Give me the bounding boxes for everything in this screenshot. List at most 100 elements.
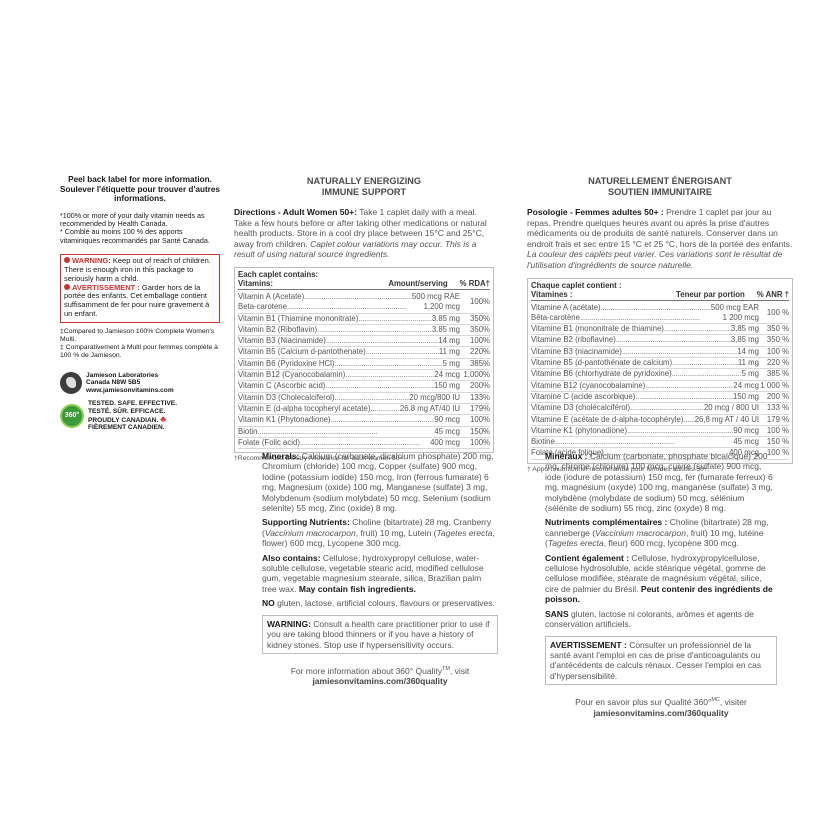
- nutrient-row: Vitamine B5 (d-pantothénate de calcium) 1…: [531, 358, 789, 370]
- minerals-label: Minerals:: [262, 451, 300, 461]
- french-minerals: Minéraux : Calcium (carbonate, phosphate…: [545, 451, 777, 513]
- english-warning-box: WARNING: Consult a health care practitio…: [262, 614, 498, 654]
- peel-notice-en: Peel back label for more information.: [68, 175, 212, 184]
- free-from-text: gluten, lactose, artificial colours, fla…: [274, 598, 495, 609]
- nutrient-name: Vitamin D3 (Cholecalciferol): [238, 392, 335, 402]
- nutrient-percent: 385%: [470, 358, 490, 368]
- nutrient-percent: 100%: [470, 296, 490, 306]
- iron-warning-en: WARNING: Keep out of reach of children. …: [64, 256, 216, 283]
- badge-line-4: FIÈREMENT CANADIEN.: [88, 424, 165, 432]
- daily-needs-note-fr: * Comblé au moins 100 % des apports vita…: [60, 227, 210, 245]
- quality-url: jamiesonvitamins.com/360quality: [593, 707, 729, 718]
- nutrient-name: Vitamine K1 (phytonadione): [531, 425, 628, 435]
- directions-italic: Caplet colour variations may occur. This…: [234, 238, 477, 260]
- nutrient-percent: 179 %: [766, 414, 789, 424]
- supporting-text-a: Choline (bitartrate) 28 mg, canneberge (: [545, 517, 769, 538]
- vitamin-a-group: Vitamine A (acétate)500 mcg EAR Bêta-car…: [531, 303, 789, 325]
- left-column: Peel back label for more information. So…: [60, 175, 220, 432]
- nutrient-name: Folate (acide folique): [531, 448, 604, 458]
- nutrient-percent: 150 %: [766, 437, 789, 447]
- nutrient-amount: 11 mg: [737, 358, 759, 368]
- iron-avert-text: Garder hors de la portée des enfants. Ce…: [64, 282, 210, 318]
- nutrient-amount: 45 mcg: [733, 437, 759, 447]
- french-free-from: SANS gluten, lactose ni colorants, arôme…: [545, 609, 777, 630]
- nutrient-name: Vitamine B1 (mononitrate de thiamine): [531, 324, 664, 334]
- nutrient-name: Vitamine B5 (d-pantothénate de calcium): [531, 358, 673, 368]
- nutrient-amount: 500 mcg EAR: [710, 302, 759, 312]
- fish-warning: May contain fish ingredients.: [298, 583, 416, 594]
- badge-line-3: PROUDLY CANADIAN. ♣: [88, 413, 177, 425]
- facts-column-headers: Vitamines : Teneur par portion% ANR †: [531, 290, 789, 301]
- nutrient-name: Vitamine B6 (chlorhydrate de pyridoxine): [531, 369, 672, 379]
- nutrient-row: Vitamine B6 (chlorhydrate de pyridoxine)…: [531, 369, 789, 381]
- nutrient-name: Vitamine B2 (riboflavine): [531, 335, 616, 345]
- nutrient-percent: 100 %: [766, 448, 789, 458]
- nutrient-percent: 100%: [470, 415, 490, 425]
- french-also-contains: Contient également : Cellulose, hydroxyp…: [545, 553, 777, 605]
- warning-text: Consult a health care practitioner prior…: [267, 618, 490, 650]
- nutrient-amount: 3,85 mg: [730, 335, 759, 345]
- directions-text: Take 1 caplet daily with a meal. Take a …: [234, 207, 487, 249]
- more-info-text: Pour en savoir plus sur Qualité 360°: [575, 697, 712, 708]
- nutrient-amount: 3.85 mg: [431, 313, 460, 323]
- french-warning-box: AVERTISSEMENT : Consulter un professionn…: [545, 635, 777, 686]
- facts-column-headers: Vitamins: Amount/serving% RDA†: [238, 279, 490, 290]
- nutrient-name: Vitamine E (acétate de d-alpha-tocophéry…: [531, 414, 684, 424]
- french-vitamin-rows: Vitamine B1 (mononitrate de thiamine) 3,8…: [531, 324, 789, 460]
- nutrient-name: Vitamin A (Acetate): [238, 291, 305, 301]
- nutrient-amount: 150 mg: [732, 391, 759, 401]
- french-supplement-facts: Chaque caplet contient : Vitamines : Ten…: [527, 277, 793, 464]
- supporting-latin-2: Tagetes erecta: [436, 527, 493, 538]
- nutrient-amount: 20 mcg / 800 UI: [703, 403, 759, 413]
- nutrient-row: Vitamine E (acétate de d-alpha-tocophéry…: [531, 415, 789, 426]
- nutrient-amount: 14 mg: [438, 336, 460, 346]
- trademark-mark: TM: [441, 665, 450, 672]
- directions-text: Prendre 1 caplet par jour au repas. Pren…: [527, 207, 793, 249]
- also-contains-text: Cellulose, hydroxypropyl cellulose, wate…: [262, 552, 484, 594]
- supporting-text-c: , flower) 600 mcg, Lycopene 300 mcg.: [262, 527, 495, 549]
- nutrient-percent: 220 %: [766, 358, 789, 368]
- nutrient-amount: 400 mcg: [430, 437, 460, 447]
- supporting-text-c: , fleur) 600 mcg, lycopène 300 mcg.: [603, 538, 739, 549]
- nutrient-row: Vitamine A (acétate)500 mcg EAR: [531, 303, 759, 313]
- nutrient-row: Vitamine B1 (mononitrate de thiamine)3,8…: [531, 324, 789, 336]
- nutrient-amount: 1 200 mcg: [722, 312, 759, 322]
- warning-label: WARNING:: [267, 618, 311, 629]
- rda-footnote: †Recommended Dietary Allowance for adult…: [234, 455, 406, 463]
- nutrient-name: Vitamine D3 (cholécalciférol): [531, 403, 631, 413]
- nutrient-row: Vitamine D3 (cholécalciférol) 20 mcg / 80…: [531, 403, 789, 415]
- nutrient-row: Vitamin E (d-alpha tocopheryl acetate)26…: [238, 404, 490, 416]
- jamieson-logo-icon: [60, 372, 82, 395]
- maple-leaf-icon: ♣: [160, 413, 167, 424]
- nutrient-percent: 1,000%: [463, 370, 490, 380]
- 360-quality-seal-icon: 360°: [60, 404, 84, 429]
- nutrient-amount: 500 mcg RAE: [411, 291, 460, 301]
- nutrient-percent: 100 %: [766, 346, 789, 356]
- warning-label: AVERTISSEMENT :: [550, 639, 627, 650]
- comparison-note: ‡Compared to Jamieson 100% Complete Wome…: [60, 328, 220, 360]
- english-title-line-1: NATURALLY ENERGIZING: [306, 176, 422, 186]
- nutrient-percent: 200 %: [766, 391, 789, 401]
- nutrient-row: Folate (acide folique) 400 mcg 100 %: [531, 448, 789, 460]
- nutrient-amount: 400 mcg: [729, 448, 759, 458]
- directions-label: Posologie - Femmes adultes 50+ :: [527, 207, 664, 217]
- nutrient-name: Vitamin B12 (Cyanocobalamin): [238, 370, 346, 380]
- iron-warning-fr: AVERTISSEMENT : Garder hors de la portée…: [64, 282, 216, 319]
- english-supporting-nutrients: Supporting Nutrients: Choline (bitartrat…: [262, 517, 498, 548]
- seal-360-text: 360°: [64, 411, 80, 419]
- comparison-note-en: ‡Compared to Jamieson 100% Complete Wome…: [60, 327, 215, 343]
- english-also-contains: Also contains: Cellulose, hydroxypropyl …: [262, 553, 498, 595]
- nutrient-amount: 24 mcg: [733, 380, 759, 390]
- supporting-label: Nutriments complémentaires :: [545, 517, 668, 528]
- supporting-text-a: Choline (bitartrate) 28 mg, Cranberry (: [262, 517, 492, 538]
- free-from-text: gluten, lactose ni colorants, arômes et …: [545, 608, 754, 630]
- iron-warning-box: WARNING: Keep out of reach of children. …: [60, 254, 220, 323]
- free-from-label: NO: [262, 598, 275, 609]
- nutrient-percent: 200%: [470, 381, 490, 391]
- english-free-from: NO gluten, lactose, artificial colours, …: [262, 598, 498, 608]
